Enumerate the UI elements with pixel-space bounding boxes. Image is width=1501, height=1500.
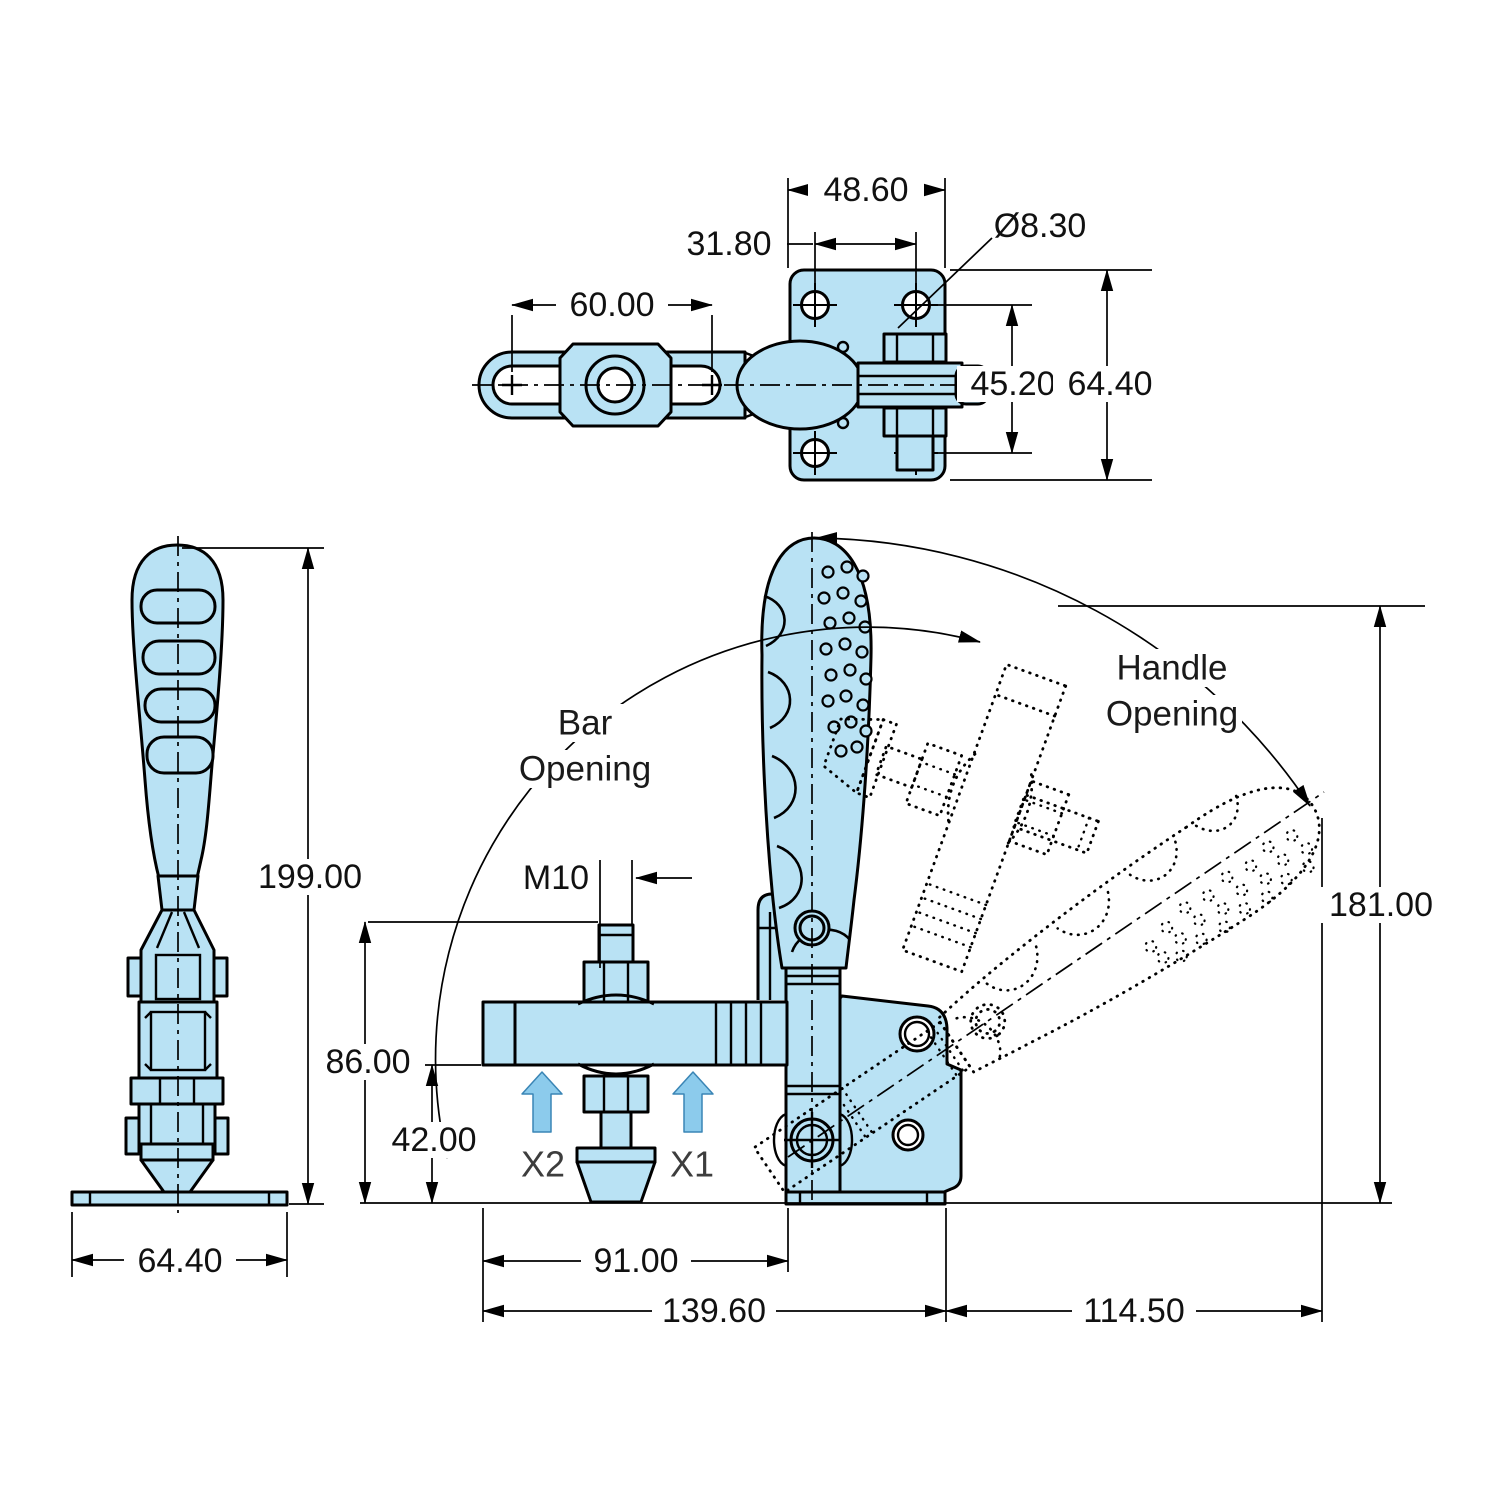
dimensions [71, 178, 1425, 1322]
dim-hole-diameter: Ø8.30 [994, 207, 1087, 245]
force-label-x1: X1 [670, 1144, 714, 1185]
dim-clearance-height: 42.00 [391, 1121, 476, 1159]
handle-opening-label-line1: Handle [1117, 649, 1228, 688]
dim-handle-reach: 114.50 [1083, 1292, 1184, 1330]
dim-open-height: 181.00 [1329, 886, 1433, 924]
dim-hole-spacing-v: 45.20 [970, 365, 1055, 403]
force-arrow-x2 [521, 1071, 563, 1133]
dim-base-width: 64.40 [137, 1242, 222, 1280]
top-view [472, 268, 1002, 482]
dim-overall-height: 199.00 [258, 858, 362, 896]
dim-bar-height: 86.00 [325, 1043, 410, 1081]
bar-opening-label-line1: Bar [558, 704, 613, 743]
dim-hole-spacing-h: 31.80 [686, 225, 771, 263]
dim-plate-width: 48.60 [823, 171, 908, 209]
labels: 48.60 31.80 Ø8.30 45.20 64.40 60.00 199.… [124, 171, 1443, 1330]
dim-spindle-thread: M10 [523, 859, 589, 897]
front-view [434, 531, 1346, 1220]
side-view [70, 536, 289, 1213]
handle-opening-label-line2: Opening [1106, 695, 1238, 734]
dim-overall-length: 139.60 [662, 1292, 766, 1330]
force-arrow-x1 [672, 1071, 714, 1133]
handle-opening-arc [815, 531, 1311, 807]
dim-bar-length: 91.00 [593, 1242, 678, 1280]
bar-opening-label-line2: Opening [519, 750, 651, 789]
dim-plate-height: 64.40 [1067, 365, 1152, 403]
dim-bar-slot-length: 60.00 [569, 286, 654, 324]
force-label-x2: X2 [521, 1144, 565, 1185]
